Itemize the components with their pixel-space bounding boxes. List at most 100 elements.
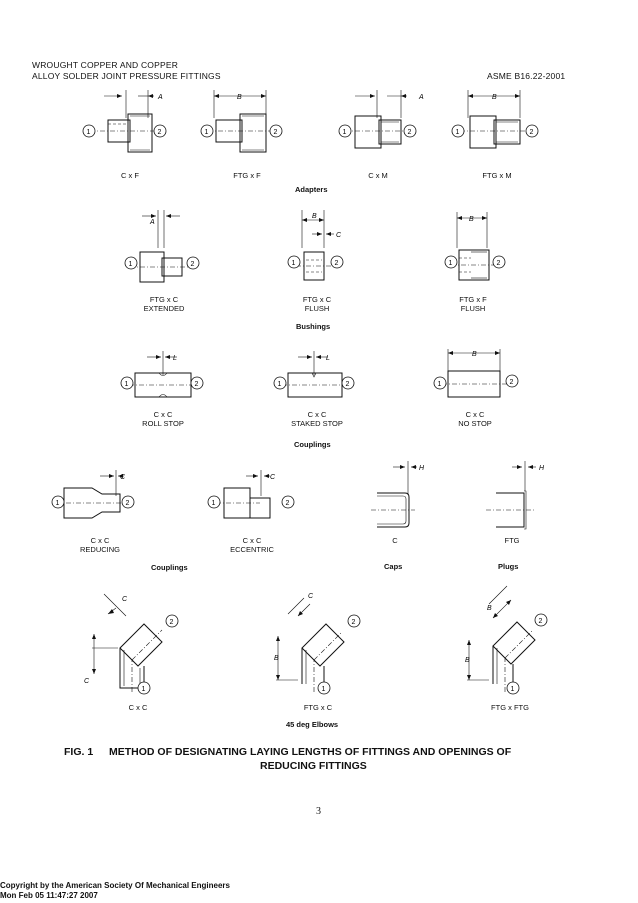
label-line1: C x C xyxy=(242,536,262,545)
label-line1: FTG x C xyxy=(149,295,179,304)
marker-1: 1 xyxy=(438,381,442,388)
marker-2: 2 xyxy=(286,500,290,507)
marker-1: 1 xyxy=(511,686,515,693)
label-line1: C x C xyxy=(153,410,173,419)
marker-1: 1 xyxy=(56,500,60,507)
dim-c-label: C xyxy=(270,474,276,481)
bushing-ftg-x-f-flush-drawing: B 1 2 xyxy=(444,212,506,281)
label-line1: C x C xyxy=(307,410,327,419)
marker-2: 2 xyxy=(335,260,339,267)
dim-b-label: B xyxy=(472,351,477,358)
dim-c-label: C xyxy=(120,474,126,481)
label-bushing-ftg-f-flush: FTG x F FLUSH xyxy=(443,295,503,313)
dim-c-label: C xyxy=(84,678,90,685)
section-adapters: Adapters xyxy=(295,185,328,194)
copyright-line: Copyright by the American Society Of Mec… xyxy=(0,881,230,890)
marker-2: 2 xyxy=(346,381,350,388)
label-ftg-x-m: FTG x M xyxy=(482,171,512,180)
marker-1: 1 xyxy=(129,261,133,268)
label-c-x-f: C x F xyxy=(121,171,139,180)
marker-2: 2 xyxy=(539,618,543,625)
dim-b-label: B xyxy=(465,657,470,664)
label-line2: REDUCING xyxy=(79,545,120,554)
section-caps: Caps xyxy=(384,562,403,571)
document-header: WROUGHT COPPER AND COPPER ALLOY SOLDER J… xyxy=(32,60,221,82)
adapter-ftg-x-f-drawing: B 1 2 xyxy=(200,90,283,153)
copyright-footer: Copyright by the American Society Of Mec… xyxy=(0,881,230,901)
label-line2: ECCENTRIC xyxy=(230,545,274,554)
marker-1: 1 xyxy=(142,686,146,693)
elbow-c-x-c-drawing: C C 2 1 xyxy=(84,593,179,695)
label-line2: FLUSH xyxy=(304,304,330,313)
section-plugs: Plugs xyxy=(498,562,519,571)
marker-1: 1 xyxy=(205,129,209,136)
dim-a-label: A xyxy=(149,219,155,226)
dim-h-label: H xyxy=(539,465,545,472)
section-elbows: 45 deg Elbows xyxy=(286,720,339,729)
dim-b-label: B xyxy=(274,655,279,662)
label-line2: ROLL STOP xyxy=(142,419,184,428)
label-ftg-x-f: FTG x F xyxy=(233,171,261,180)
dim-b-label: B xyxy=(469,216,474,223)
label-bushing-flush: FTG x C FLUSH xyxy=(287,295,347,313)
dim-l-label: L xyxy=(173,355,177,362)
marker-2: 2 xyxy=(274,129,278,136)
marker-1: 1 xyxy=(125,381,129,388)
label-no-stop: C x C NO STOP xyxy=(445,410,505,428)
section-bushings: Bushings xyxy=(296,322,331,331)
label-c-x-m: C x M xyxy=(368,171,388,180)
elbow-ftg-x-ftg-drawing: B B 2 1 xyxy=(465,585,548,695)
bushing-ftg-x-c-flush-drawing: B C 1 2 xyxy=(287,210,344,281)
label-reducing: C x C REDUCING xyxy=(70,536,130,554)
timestamp-line: Mon Feb 05 11:47:27 2007 xyxy=(0,891,98,900)
label-line1: C x C xyxy=(90,536,110,545)
marker-2: 2 xyxy=(126,500,130,507)
dim-b-label: B xyxy=(492,94,497,101)
label-cap: C xyxy=(392,536,398,545)
coupling-staked-stop-drawing: L 1 2 xyxy=(273,351,355,398)
marker-1: 1 xyxy=(278,381,282,388)
coupling-no-stop-drawing: B 1 2 xyxy=(433,349,519,398)
dim-b-label: B xyxy=(487,605,492,612)
label-line1: FTG x F xyxy=(459,295,487,304)
coupling-eccentric-drawing: C 1 2 xyxy=(207,470,295,519)
label-eccentric: C x C ECCENTRIC xyxy=(222,536,282,554)
dim-c-label: C xyxy=(122,596,128,603)
marker-1: 1 xyxy=(87,129,91,136)
dim-l-label: L xyxy=(326,355,330,362)
adapter-c-x-f-drawing: A 1 2 xyxy=(82,90,167,153)
marker-2: 2 xyxy=(497,260,501,267)
label-elbow-ftg-x-ftg: FTG x FTG xyxy=(491,703,529,712)
label-line1: C x C xyxy=(465,410,485,419)
plug-drawing: H xyxy=(486,461,545,530)
section-couplings: Couplings xyxy=(294,440,331,449)
marker-1: 1 xyxy=(322,686,326,693)
marker-1: 1 xyxy=(343,129,347,136)
coupling-roll-stop-drawing: L 1 2 xyxy=(120,351,204,398)
figure-number: FIG. 1 xyxy=(64,746,94,758)
dim-c-label: C xyxy=(308,593,314,600)
bushing-ftg-x-c-extended-drawing: A 1 2 xyxy=(124,210,200,283)
figure-title-line1: METHOD OF DESIGNATING LAYING LENGTHS OF … xyxy=(109,746,512,758)
marker-1: 1 xyxy=(449,260,453,267)
dim-c-label: C xyxy=(336,232,342,239)
label-line2: EXTENDED xyxy=(143,304,185,313)
label-line1: FTG x C xyxy=(302,295,332,304)
label-staked-stop: C x C STAKED STOP xyxy=(282,410,352,428)
adapter-ftg-x-m-drawing: B 1 2 xyxy=(451,90,539,149)
marker-2: 2 xyxy=(191,261,195,268)
header-title-line2: ALLOY SOLDER JOINT PRESSURE FITTINGS xyxy=(32,71,221,81)
label-line2: FLUSH xyxy=(460,304,486,313)
label-plug: FTG xyxy=(504,536,520,545)
marker-1: 1 xyxy=(292,260,296,267)
section-couplings-2: Couplings xyxy=(151,563,188,572)
dim-a-label: A xyxy=(157,94,163,101)
label-line2: NO STOP xyxy=(458,419,492,428)
label-elbow-ftg-x-c: FTG x C xyxy=(303,703,333,712)
page-number: 3 xyxy=(316,806,321,817)
dim-h-label: H xyxy=(419,465,425,472)
marker-2: 2 xyxy=(510,379,514,386)
coupling-reducing-drawing: C 1 2 xyxy=(51,470,135,519)
marker-2: 2 xyxy=(408,129,412,136)
cap-drawing: H xyxy=(371,461,425,528)
